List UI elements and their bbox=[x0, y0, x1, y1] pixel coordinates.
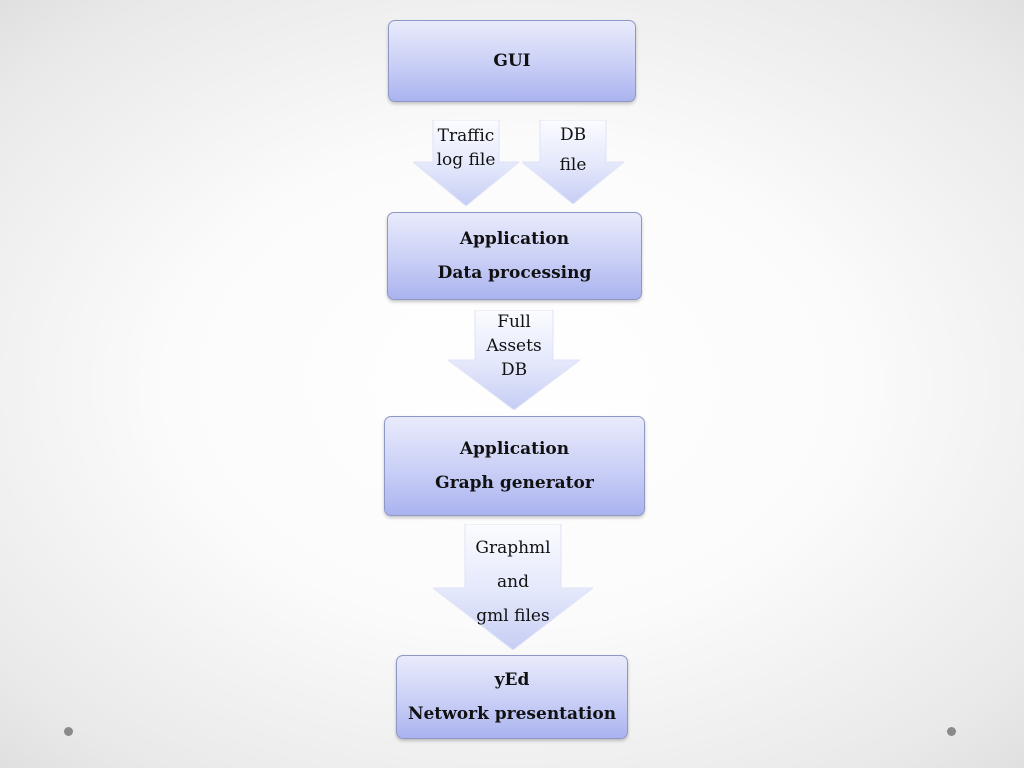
gui-box: GUI bbox=[388, 20, 636, 102]
gui-box-label: GUI bbox=[493, 51, 531, 71]
graph-generator-box-line-2: Graph generator bbox=[435, 473, 594, 493]
graph-generator-box-line-1: Application bbox=[459, 439, 570, 459]
slide-dot-left bbox=[64, 727, 73, 736]
traffic-log-label-line-2: log file bbox=[436, 150, 496, 170]
full-assets-label-line-1: Full bbox=[497, 312, 531, 332]
db-file-label-line-2: file bbox=[559, 155, 587, 175]
yed-box-line-1: yEd bbox=[494, 670, 530, 690]
graphml-label-line-3: gml files bbox=[476, 606, 550, 626]
graphml-label-line-2: and bbox=[497, 572, 529, 592]
graph-generator-box: Application Graph generator bbox=[384, 416, 645, 516]
data-processing-box: Application Data processing bbox=[387, 212, 642, 300]
graphml-files-arrow: Graphml and gml files bbox=[433, 524, 593, 650]
graphml-label-line-1: Graphml bbox=[475, 538, 551, 558]
traffic-log-label-line-1: Traffic bbox=[437, 126, 495, 146]
data-processing-box-line-2: Data processing bbox=[437, 263, 592, 283]
db-file-arrow: DB file bbox=[522, 120, 624, 204]
db-file-label-line-1: DB bbox=[559, 125, 587, 145]
yed-box-line-2: Network presentation bbox=[407, 704, 617, 724]
data-processing-box-line-1: Application bbox=[459, 229, 570, 249]
traffic-log-file-arrow: Traffic log file bbox=[413, 120, 519, 206]
full-assets-label-line-3: DB bbox=[500, 360, 528, 380]
full-assets-label-line-2: Assets bbox=[486, 336, 542, 356]
yed-box: yEd Network presentation bbox=[396, 655, 628, 739]
slide-dot-right bbox=[947, 727, 956, 736]
full-assets-db-arrow: Full Assets DB bbox=[448, 310, 580, 410]
